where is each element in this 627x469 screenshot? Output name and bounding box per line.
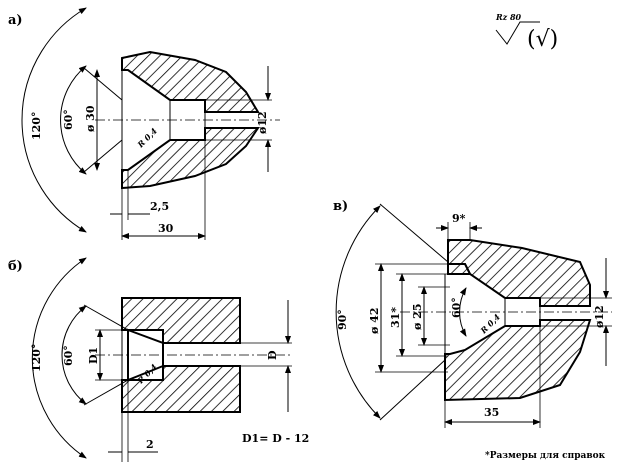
view-a-dia-cone: ø 30 [84, 105, 97, 132]
footnote: *Размеры для справок [485, 451, 606, 461]
view-a-angle-outer-arc [21, 7, 87, 233]
view-v-angle-inner-arc [459, 287, 467, 337]
view-b: б) 120° 60° D1 D R 0,4 2 D1= D - 12 [8, 257, 309, 462]
view-v-dia-cone: ø 25 [411, 304, 424, 330]
view-b-angle-inner: 60° [62, 345, 75, 366]
view-b-len-step: 2 [146, 438, 154, 451]
view-a-angle-lines [83, 67, 123, 173]
view-v-dia-hole-ext [540, 297, 612, 327]
view-v-angle-outer: 90° [336, 309, 349, 330]
view-v-dia-outer-ext [375, 263, 448, 373]
view-a-body-bottom [121, 127, 260, 190]
roughness-suffix: (√) [527, 27, 558, 52]
view-b-dia-hole: D [266, 350, 279, 360]
view-b-angle-outer: 120° [30, 344, 43, 372]
view-a-angle-outer: 120° [30, 112, 43, 140]
view-a-radius: R 0,4 [135, 126, 160, 151]
view-a-dia-hole-ext [205, 99, 272, 141]
view-v-body-bottom [444, 319, 592, 402]
view-b-angle-inner-arc [61, 305, 87, 405]
view-v-dia-hole: ø12 [593, 305, 606, 328]
view-a-angle-inner: 60° [62, 109, 75, 130]
view-b-angle-outer-arc [31, 257, 87, 459]
view-v-len-total: 35 [484, 406, 499, 419]
view-v-label: в) [333, 199, 348, 214]
view-b-dia-cone: D1 [87, 347, 100, 364]
view-v-dia-mid: 31* [389, 307, 402, 328]
roughness-check-icon [495, 21, 540, 45]
view-b-formula: D1= D - 12 [242, 432, 309, 445]
view-v-angle-inner: 60° [450, 297, 463, 318]
roughness-param: Rz 80 [495, 12, 522, 22]
view-v-angle-lines [379, 203, 449, 421]
view-b-angle-lines [83, 304, 129, 406]
roughness-symbol: Rz 80 (√) [495, 12, 558, 52]
view-b-len-ext [121, 380, 129, 462]
view-a-body-top [121, 50, 260, 113]
view-a-len-total: 30 [158, 222, 174, 235]
view-v-len-step: 9* [452, 212, 466, 225]
view-v: в) 90° 60° ø 42 31* ø 25 ø12 R 0,4 9* [333, 199, 612, 428]
view-a-len-step: 2,5 [150, 200, 169, 213]
view-a-dia-hole: ø12 [256, 111, 269, 134]
view-b-label: б) [8, 259, 23, 274]
view-a-label: а) [8, 13, 23, 28]
view-v-dia-outer: ø 42 [368, 308, 381, 334]
view-a: а) 120° 60° ø 30 ø12 R 0,4 2,5 30 [8, 7, 280, 240]
view-b-dia-hole-ext [240, 342, 292, 367]
view-v-chamfer-ring [447, 240, 472, 275]
view-a-angle-inner-arc [60, 65, 87, 175]
view-v-angle-outer-arc [335, 205, 381, 419]
